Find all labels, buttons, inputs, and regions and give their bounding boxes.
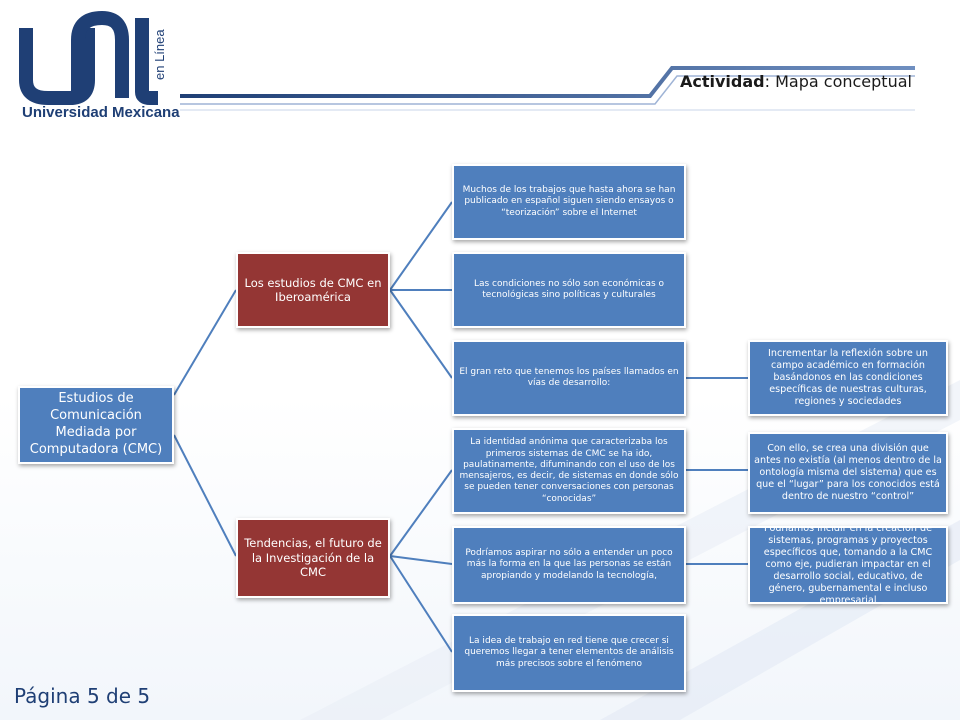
node-b1-item-3: El gran reto que tenemos los países llam… (452, 340, 686, 416)
node-b2-item-3: La idea de trabajo en red tiene que crec… (452, 614, 686, 692)
connector-root-branch2 (173, 434, 237, 557)
connector-branch2-item2 (389, 555, 453, 565)
unl-logo-mark (19, 10, 158, 105)
node-b2-detail-2: Podríamos incidir en la creación de sist… (748, 526, 948, 604)
activity-label: Actividad (680, 72, 765, 91)
node-b1-detail: Incrementar la reflexión sobre un campo … (748, 340, 948, 416)
connector-branch2-item1 (389, 469, 453, 557)
node-b1-item-1: Muchos de los trabajos que hasta ahora s… (452, 164, 686, 240)
node-b1-item-2: Las condiciones no sólo son económicas o… (452, 252, 686, 328)
node-b2-item-1: La identidad anónima que caracterizaba l… (452, 428, 686, 514)
connector-root-branch1 (173, 289, 237, 396)
activity-separator: : (764, 72, 771, 91)
connector-branch1-item1 (389, 201, 453, 291)
node-root: Estudios de Comunicación Mediada por Com… (18, 386, 174, 464)
node-b2-detail-1: Con ello, se crea una división que antes… (748, 432, 948, 514)
page-number: Página 5 de 5 (14, 684, 151, 708)
logo-name: Universidad Mexicana (22, 104, 180, 121)
node-b2-item-2: Podríamos aspirar no sólo a entender un … (452, 526, 686, 604)
connector-branch2-item3 (389, 555, 453, 653)
activity-title: Mapa conceptual (775, 72, 912, 91)
connector-branch1-item3 (389, 289, 453, 379)
activity-heading: Actividad: Mapa conceptual (680, 72, 912, 91)
node-branch-tendencias: Tendencias, el futuro de la Investigació… (236, 518, 390, 598)
node-branch-iberoamerica: Los estudios de CMC en Iberoamérica (236, 252, 390, 328)
